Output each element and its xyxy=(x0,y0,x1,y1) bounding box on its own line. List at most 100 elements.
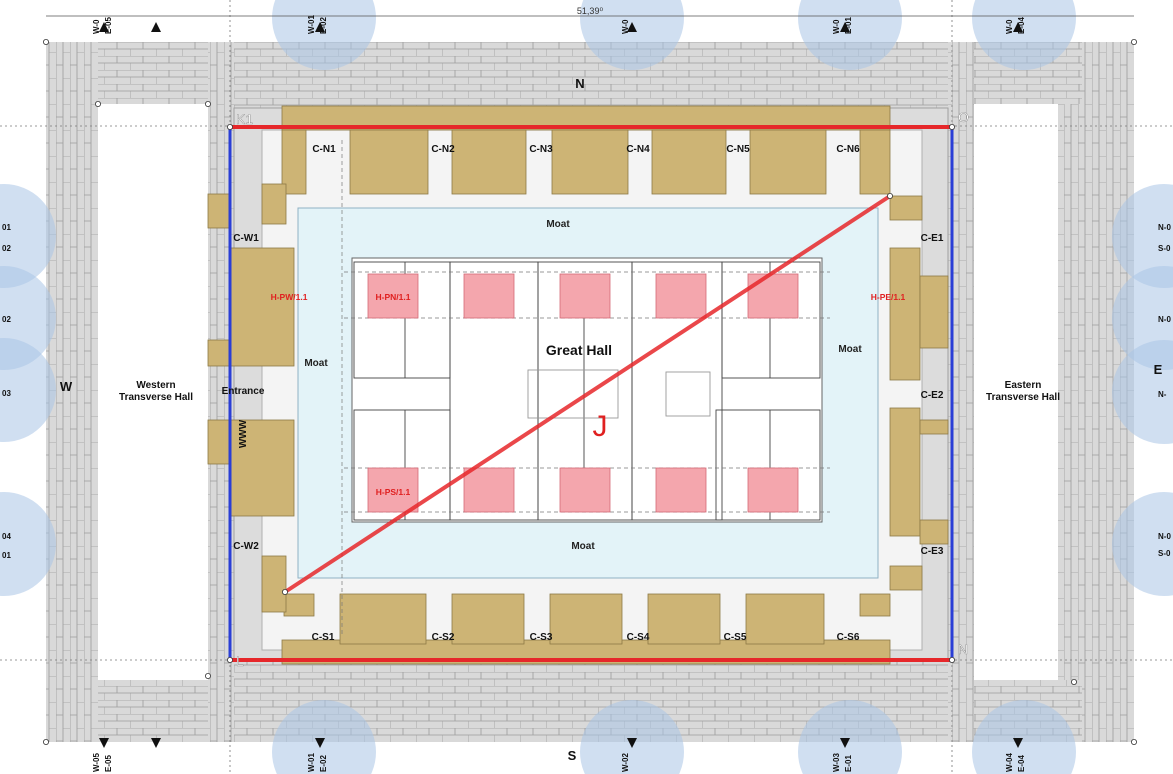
chamber-label-c-n4: C-N4 xyxy=(626,144,650,155)
bottom-section-arrow-3 xyxy=(315,738,325,748)
corner-label-top-right: O xyxy=(958,109,969,125)
left-section-marker-6: 01 xyxy=(2,551,11,560)
bottom-section-arrow-6 xyxy=(1013,738,1023,748)
chamber-label-c-s5: C-S5 xyxy=(724,632,747,643)
bottom-section-arrow-4 xyxy=(627,738,637,748)
pillar-block-10 xyxy=(747,467,799,513)
chamber-label-c-e3: C-E3 xyxy=(921,546,944,557)
diagonal-line-j xyxy=(283,194,892,594)
section-marker-top-text: W-01 xyxy=(307,752,316,772)
section-marker-bottom-text: E-01 xyxy=(844,17,853,34)
chamber-label-c-w2: C-W2 xyxy=(233,541,259,552)
chamber-label-c-w1: C-W1 xyxy=(233,233,259,244)
survey-point-2 xyxy=(949,124,956,131)
top-section-arrow-4 xyxy=(627,22,637,32)
section-marker-bottom-text: E-02 xyxy=(319,17,328,34)
marker-circle-3 xyxy=(798,0,902,70)
right-section-marker-6: S-0 xyxy=(1158,549,1171,558)
survey-point-6 xyxy=(887,192,894,199)
pillar-block-7 xyxy=(463,467,515,513)
survey-point-5 xyxy=(281,589,288,596)
west-hall-label-line2: Transverse Hall xyxy=(119,392,193,403)
pillar-label-west: H-PW/1.1 xyxy=(271,292,308,302)
chamber-label-c-n6: C-N6 xyxy=(836,144,860,155)
moat-label-1: Moat xyxy=(546,219,570,230)
section-marker-top-text: W-0 xyxy=(92,19,101,34)
pillar-block-4 xyxy=(655,273,707,319)
marker-circle-8 xyxy=(972,700,1076,774)
top-dimension-label: 51,39⁰ xyxy=(577,6,604,16)
section-marker-bottom-text: E-05 xyxy=(104,755,113,772)
corner-label-bottom-left: L xyxy=(236,653,244,669)
pillar-label-south: H-PS/1.1 xyxy=(376,487,411,497)
marker-circle-12 xyxy=(0,492,56,596)
survey-point-13 xyxy=(204,673,211,680)
marker-circle-5 xyxy=(272,700,376,774)
survey-point-12 xyxy=(204,101,211,108)
corner-label-top-left: K1 xyxy=(236,111,253,127)
outer-walls xyxy=(46,42,1134,742)
diagonal-label: J xyxy=(593,410,608,443)
pillar-label-east: H-PE/1.1 xyxy=(871,292,906,302)
pillar-label-north: H-PN/1.1 xyxy=(376,292,411,302)
marker-circle-2 xyxy=(580,0,684,70)
left-section-marker-5: 04 xyxy=(2,532,11,541)
pillar-block-1 xyxy=(367,273,419,319)
moat-label-2: Moat xyxy=(571,541,595,552)
pillar-block-6 xyxy=(367,467,419,513)
pillar-block-3 xyxy=(559,273,611,319)
corner-label-bottom-right: N xyxy=(958,641,968,657)
right-section-marker-1: N-0 xyxy=(1158,223,1171,232)
section-marker-top-text: W-03 xyxy=(832,752,841,772)
east-hall-label-line1: Eastern xyxy=(1005,380,1042,391)
survey-point-3 xyxy=(226,657,233,664)
chamber-label-c-n2: C-N2 xyxy=(431,144,455,155)
section-marker-top-text: W-0 xyxy=(1005,19,1014,34)
chamber-label-c-s6: C-S6 xyxy=(837,632,860,643)
entrance-label: Entrance xyxy=(222,386,265,397)
top-section-arrow-3 xyxy=(315,22,325,32)
survey-point-1 xyxy=(226,124,233,131)
marker-circle-4 xyxy=(972,0,1076,70)
survey-point-9 xyxy=(43,739,50,746)
pillar-block-8 xyxy=(559,467,611,513)
marker-circle-13 xyxy=(1112,184,1173,288)
survey-point-7 xyxy=(43,39,50,46)
chamber-label-c-e2: C-E2 xyxy=(921,390,944,401)
survey-point-4 xyxy=(949,657,956,664)
survey-point-8 xyxy=(1131,39,1138,46)
top-section-arrow-5 xyxy=(840,22,850,32)
great-hall-rooms xyxy=(353,261,821,521)
left-section-marker-4: 03 xyxy=(2,389,11,398)
bottom-section-arrow-1 xyxy=(99,738,109,748)
chamber-label-c-s2: C-S2 xyxy=(432,632,455,643)
west-label: W xyxy=(60,379,73,394)
west-hall-label-line1: Western xyxy=(136,380,175,391)
east-label: E xyxy=(1154,362,1163,377)
section-marker-top-text: W-04 xyxy=(1005,752,1014,772)
section-marker-bottom-text: E-02 xyxy=(319,755,328,772)
south-label: S xyxy=(568,748,577,763)
top-section-arrow-6 xyxy=(1013,22,1023,32)
top-section-marker-3: W-0 xyxy=(621,19,630,34)
section-marker-bottom-text: E-01 xyxy=(844,755,853,772)
survey-point-11 xyxy=(95,101,102,108)
section-marker-top-text: W-0 xyxy=(621,19,630,34)
section-marker-top-text: W-05 xyxy=(92,752,101,772)
right-section-marker-4: N- xyxy=(1158,390,1167,399)
right-section-marker-5: N-0 xyxy=(1158,532,1171,541)
chamber-label-c-s3: C-S3 xyxy=(530,632,553,643)
section-marker-bottom-text: E-05 xyxy=(104,17,113,34)
